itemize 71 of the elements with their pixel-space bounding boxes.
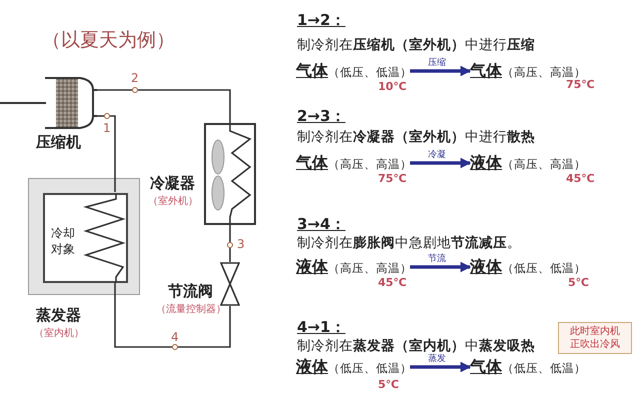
arrow — [410, 158, 472, 168]
step-description: 制冷剂在蒸发器（室内机）中蒸发吸热 — [297, 337, 535, 354]
junction-point — [172, 344, 178, 350]
junction-point — [227, 242, 233, 248]
step-heading: 1→2： — [297, 11, 346, 30]
compressor-drawing — [0, 76, 97, 130]
temperature-label: 5℃ — [378, 378, 399, 391]
component-label: 节流阀 — [168, 282, 213, 301]
pipe-line — [97, 89, 132, 91]
evaporator-box — [28, 178, 140, 295]
state-condition: （低压、低温） — [502, 361, 586, 376]
point-number: 1 — [103, 121, 111, 135]
state-word: 液体 — [296, 257, 328, 278]
note-text: 此时室内机正吹出冷风 — [569, 325, 621, 351]
temperature-label: 45℃ — [566, 172, 595, 185]
state-condition: （低压、低温） — [502, 261, 586, 276]
state-word: 气体 — [296, 153, 328, 174]
state-word: 气体 — [470, 357, 502, 378]
state-word: 液体 — [470, 257, 502, 278]
arrow — [410, 362, 472, 372]
step-heading: 2→3： — [297, 107, 346, 126]
junction-point — [132, 87, 138, 93]
valve-symbol — [220, 262, 240, 306]
temperature-label: 10℃ — [378, 80, 407, 93]
edge-label: 压缩 — [426, 56, 448, 69]
state-word: 气体 — [470, 61, 502, 82]
step-heading: 4→1： — [297, 318, 346, 337]
temperature-label: 75℃ — [566, 78, 595, 91]
state-condition: （低压、低温） — [328, 361, 412, 376]
location-note: （室外机） — [148, 194, 198, 208]
condenser-box — [204, 123, 256, 225]
state-condition: （高压、高温） — [328, 261, 412, 276]
pipe-line — [110, 115, 116, 178]
pipe-line — [96, 115, 104, 117]
state-condition: （高压、高温） — [328, 157, 412, 172]
diagram-title: （以夏天为例） — [42, 28, 175, 53]
step-description: 制冷剂在冷凝器（室外机）中进行散热 — [297, 128, 535, 146]
step-description: 制冷剂在压缩机（室外机）中进行压缩 — [297, 36, 535, 54]
edge-label: 冷凝 — [426, 148, 448, 161]
state-condition: （高压、高温） — [502, 65, 586, 80]
state-condition: （高压、高温） — [502, 157, 586, 172]
state-word: 液体 — [296, 357, 328, 378]
temperature-label: 45℃ — [378, 276, 407, 289]
arrow — [410, 66, 472, 76]
note-box — [558, 322, 632, 354]
pipe-line — [178, 306, 231, 348]
pipe-line — [229, 225, 231, 242]
point-number: 2 — [131, 71, 139, 85]
pipe-line — [138, 89, 231, 123]
pipe-line — [229, 248, 231, 262]
temperature-label: 5℃ — [568, 276, 589, 289]
component-label: 冷凝器 — [150, 174, 195, 193]
state-word: 液体 — [470, 153, 502, 174]
component-label: 蒸发器 — [36, 306, 81, 325]
state-word: 气体 — [296, 61, 328, 82]
cooling-target-box — [43, 193, 128, 283]
arrow — [410, 262, 472, 272]
junction-point — [104, 113, 110, 119]
step-description: 制冷剂在膨胀阀中急剧地节流减压。 — [297, 234, 521, 252]
edge-label: 蒸发 — [426, 352, 448, 365]
node-label: 冷却对象 — [51, 225, 76, 258]
state-condition: （低压、低温） — [328, 65, 412, 80]
component-label: 压缩机 — [36, 133, 81, 152]
step-heading: 3→4： — [297, 215, 346, 234]
pipe-line — [114, 295, 172, 348]
location-note: （室内机） — [34, 326, 84, 340]
point-number: 4 — [171, 330, 179, 344]
location-note: （流量控制器） — [156, 302, 226, 316]
point-number: 3 — [237, 237, 245, 251]
edge-label: 节流 — [426, 252, 448, 265]
temperature-label: 75℃ — [378, 172, 407, 185]
